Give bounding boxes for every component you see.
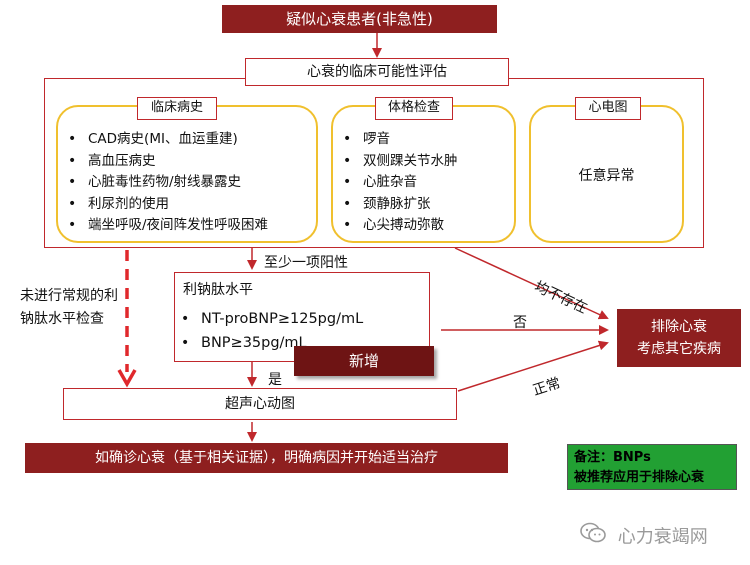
at-least-one-positive-label: 至少一项阳性 xyxy=(264,255,348,271)
exam-item: 双侧踝关节水肿 xyxy=(337,151,458,173)
history-item: 心脏毒性药物/射线暴露史 xyxy=(62,172,268,194)
dashed-arrow-head xyxy=(117,369,137,388)
no-routine-test-label: 未进行常规的利钠肽水平检查 xyxy=(20,288,118,327)
natriuretic-item: BNP≥35pg/mL xyxy=(175,331,363,355)
history-item: 端坐呼吸/夜间阵发性呼吸困难 xyxy=(62,215,268,237)
exam-list: 啰音 双侧踝关节水肿 心脏杂音 颈静脉扩张 心尖搏动弥散 xyxy=(337,129,458,237)
ecg-text: 任意异常 xyxy=(578,168,635,184)
echocardiography-box: 超声心动图 xyxy=(63,388,457,420)
note-line-2: 被推荐应用于排除心衰 xyxy=(574,470,705,485)
exam-item: 心脏杂音 xyxy=(337,172,458,194)
exclude-hf-box: 排除心衰 考虑其它疾病 xyxy=(617,309,741,367)
exclude-hf-line-1: 排除心衰 xyxy=(651,319,707,335)
history-item: CAD病史(MI、血运重建) xyxy=(62,129,268,151)
arrow-echo-normal xyxy=(457,340,609,392)
assessment-box: 心衰的临床可能性评估 xyxy=(245,58,509,86)
ecg-title: 心电图 xyxy=(575,97,641,120)
yes-label: 是 xyxy=(268,372,282,388)
history-list: CAD病史(MI、血运重建) 高血压病史 心脏毒性药物/射线暴露史 利尿剂的使用… xyxy=(62,129,268,237)
confirm-hf-box: 如确诊心衰（基于相关证据），明确病因并开始适当治疗 xyxy=(25,443,508,473)
exam-title: 体格检查 xyxy=(375,97,453,120)
suspected-hf-box: 疑似心衰患者(非急性) xyxy=(222,5,497,33)
watermark-text: 心力衰竭网 xyxy=(617,526,708,548)
exam-item: 心尖搏动弥散 xyxy=(337,215,458,237)
history-item: 利尿剂的使用 xyxy=(62,194,268,216)
natriuretic-title: 利钠肽水平 xyxy=(183,282,253,298)
exam-panel: 啰音 双侧踝关节水肿 心脏杂音 颈静脉扩张 心尖搏动弥散 xyxy=(331,105,516,243)
watermark: 心力衰竭网 xyxy=(580,522,708,549)
history-panel: CAD病史(MI、血运重建) 高血压病史 心脏毒性药物/射线暴露史 利尿剂的使用… xyxy=(56,105,318,243)
exam-item: 颈静脉扩张 xyxy=(337,194,458,216)
history-item: 高血压病史 xyxy=(62,151,268,173)
exam-item: 啰音 xyxy=(337,129,458,151)
exclude-hf-line-2: 考虑其它疾病 xyxy=(637,341,721,357)
history-title: 临床病史 xyxy=(137,97,217,120)
new-badge: 新增 xyxy=(294,346,434,376)
natriuretic-list: NT-proBNP≥125pg/mL BNP≥35pg/mL xyxy=(175,307,363,355)
note-box: 备注：BNPs 被推荐应用于排除心衰 xyxy=(567,444,737,490)
chat-icon xyxy=(580,522,606,549)
arrow-all-absent xyxy=(454,247,609,320)
natriuretic-item: NT-proBNP≥125pg/mL xyxy=(175,307,363,331)
no-label: 否 xyxy=(513,315,527,331)
note-line-1: 备注：BNPs xyxy=(574,450,651,465)
ecg-panel: 任意异常 xyxy=(529,105,684,243)
